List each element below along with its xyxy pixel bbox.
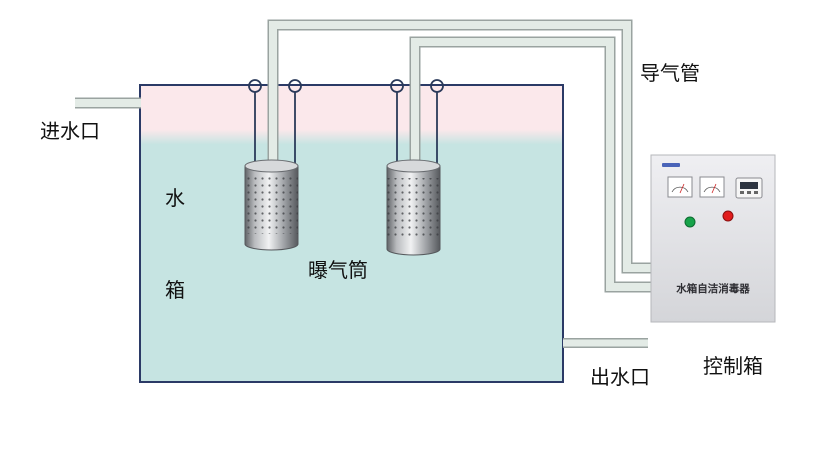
control-box-label: 控制箱: [703, 354, 763, 378]
air-pipe-inner: [409, 36, 652, 293]
tank-body: [139, 84, 564, 383]
inlet-label: 进水口: [40, 119, 100, 143]
canister-lid: [386, 159, 441, 173]
canister-lid: [244, 159, 299, 173]
green-indicator-light-icon: [684, 216, 696, 228]
tank-label-top: 水: [165, 186, 185, 210]
device-name-plate: 水箱自洁消毒器: [675, 282, 750, 295]
air-pipe-outer: [267, 19, 652, 274]
perforation-pattern: [387, 178, 440, 238]
aeration-canister-1: [244, 159, 299, 251]
hanging-rings: [248, 79, 444, 163]
outlet-label: 出水口: [590, 365, 650, 389]
aeration-tube-label: 曝气筒: [308, 258, 368, 282]
control-box: 水箱自洁消毒器: [650, 154, 776, 323]
red-indicator-light-icon: [722, 210, 734, 222]
air-pipe-label: 导气管: [640, 61, 700, 85]
brand-logo: [662, 163, 680, 167]
perforation-pattern: [245, 176, 298, 234]
aeration-canister-2: [386, 159, 441, 256]
tank-label-bottom: 箱: [165, 278, 185, 302]
gauge-icon: [699, 176, 725, 198]
timer-display-icon: [735, 177, 763, 199]
gauge-icon: [667, 176, 693, 198]
water-tank: [139, 84, 564, 383]
